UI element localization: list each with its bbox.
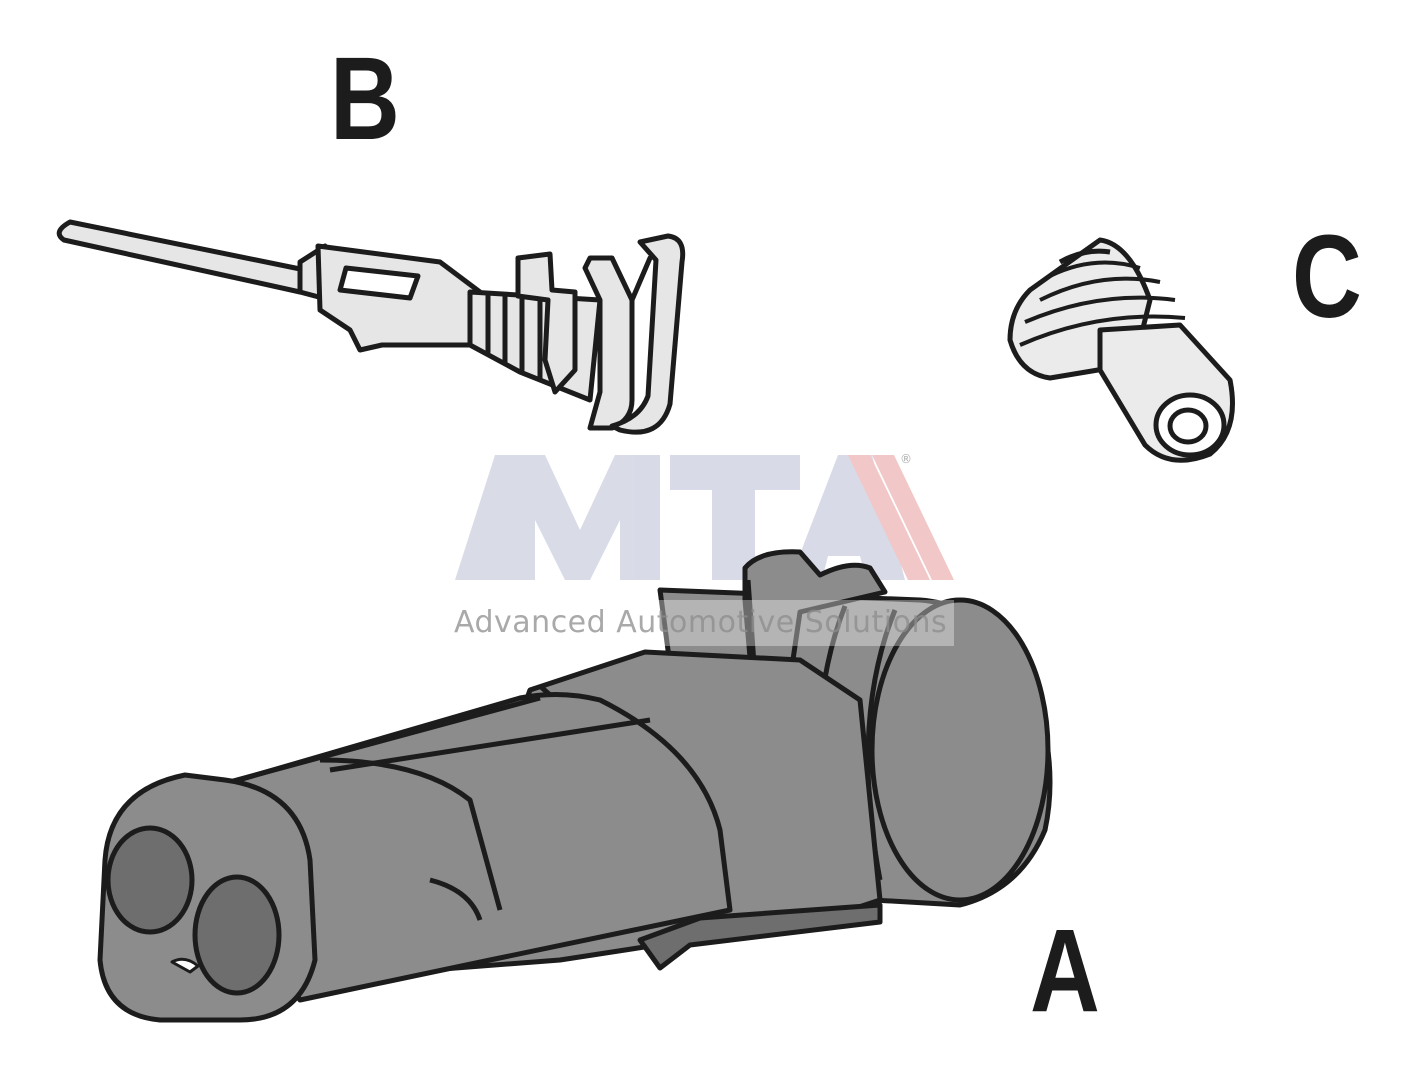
terminal-pin-drawing	[56, 219, 686, 435]
seal-label: C	[1292, 211, 1362, 343]
connector-housing-drawing	[97, 549, 1053, 1023]
housing-label: A	[1030, 905, 1100, 1037]
watermark-logo	[455, 455, 954, 580]
terminal-label: B	[330, 33, 400, 165]
watermark-tagline: Advanced Automotive Solutions	[454, 600, 954, 646]
registered-mark: ®	[900, 452, 912, 466]
wire-seal-drawing	[1007, 237, 1235, 463]
